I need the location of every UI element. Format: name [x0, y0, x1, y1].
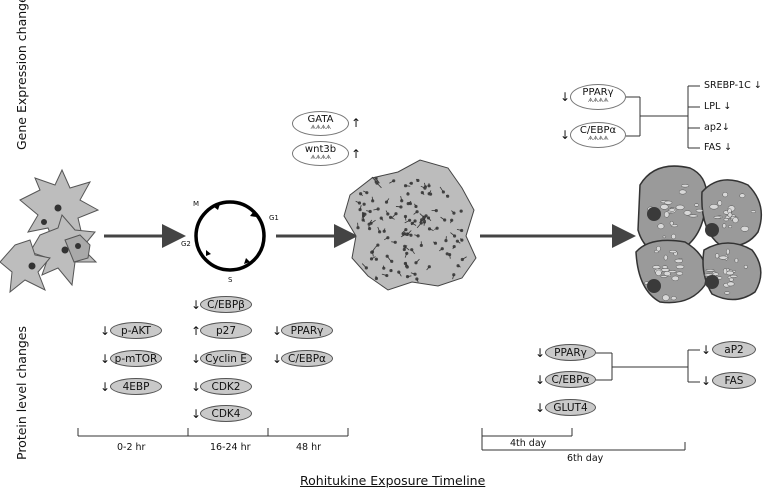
- gene-name: GATA: [307, 114, 334, 125]
- protein-direction: ↓: [701, 343, 712, 357]
- protein-direction: ↓: [272, 352, 283, 366]
- gene-name: FAS: [704, 142, 722, 153]
- cycle-label-g2: G2: [181, 240, 191, 248]
- gene-ppar-gamma: PPARγ ᗗᗗᗗᗗ: [570, 84, 626, 110]
- protein-direction: ↓: [535, 401, 546, 415]
- gene-gata: GATA ᗗᗗᗗᗗ: [292, 111, 349, 136]
- protein-cdk2: CDK2: [200, 378, 252, 395]
- protein-p27: p27: [200, 322, 252, 339]
- gene-direction: ↓: [721, 122, 730, 133]
- proliferating-cells: [343, 159, 477, 291]
- protein-cebp-beta: C/EBPβ: [200, 296, 252, 313]
- gene-direction: ↓: [724, 142, 733, 153]
- protein-ppar-gamma-late: PPARγ: [545, 344, 596, 361]
- protein-direction: ↓: [191, 298, 202, 312]
- gene-name: ap2: [704, 122, 722, 133]
- protein-fas: FAS: [712, 372, 756, 389]
- dna-icon: ᗗᗗᗗᗗ: [587, 135, 609, 142]
- timepoint-16-24hr: 16-24 hr: [210, 442, 251, 453]
- gene-name: wnt3b: [304, 144, 337, 155]
- timepoint-4th-day: 4th day: [510, 438, 547, 449]
- protein-4ebp: 4EBP: [110, 378, 162, 395]
- timeline-title: Rohitukine Exposure Timeline: [300, 473, 486, 488]
- timepoint-48hr: 48 hr: [296, 442, 322, 453]
- dna-icon: ᗗᗗᗗᗗ: [310, 124, 331, 131]
- timepoint-0-2hr: 0-2 hr: [117, 442, 146, 453]
- protein-direction: ↓: [272, 324, 283, 338]
- protein-p-mtor: p-mTOR: [110, 350, 162, 367]
- gene-wnt3b: wnt3b ᗗᗗᗗᗗ: [292, 141, 349, 166]
- protein-direction: ↓: [191, 352, 202, 366]
- protein-cebp-alpha-late: C/EBPα: [545, 371, 596, 388]
- protein-direction: ↓: [535, 346, 546, 360]
- protein-ap2: aP2: [712, 341, 756, 358]
- cycle-label-g1: G1: [269, 214, 279, 222]
- target-gene-lpl: LPL ↓: [704, 101, 731, 112]
- protein-direction: ↓: [100, 380, 111, 394]
- dna-icon: ᗗᗗᗗᗗ: [310, 154, 331, 161]
- protein-direction: ↓: [191, 380, 202, 394]
- protein-cdk4: CDK4: [200, 405, 252, 422]
- dna-icon: ᗗᗗᗗᗗ: [587, 97, 609, 104]
- gene-direction: ↓: [560, 90, 571, 104]
- protein-ppar-gamma: PPARγ: [281, 322, 333, 339]
- protein-direction: ↑: [191, 324, 202, 338]
- target-gene-fas: FAS ↓: [704, 142, 732, 153]
- gene-direction: ↑: [351, 116, 362, 130]
- gene-direction: ↓: [753, 80, 762, 91]
- protein-cebp-alpha: C/EBPα: [281, 350, 333, 367]
- protein-cyclin-e: Cyclin E: [200, 350, 252, 367]
- target-gene-srebp: SREBP-1C ↓: [704, 80, 762, 91]
- preadipocyte-cells: [0, 168, 100, 294]
- protein-glut4: GLUT4: [545, 399, 596, 416]
- gene-name: LPL: [704, 101, 721, 112]
- protein-p-akt: p-AKT: [110, 322, 162, 339]
- protein-direction: ↓: [191, 407, 202, 421]
- timepoint-6th-day: 6th day: [567, 453, 604, 464]
- protein-direction: ↓: [100, 324, 111, 338]
- gene-branch-lines: [626, 85, 700, 149]
- gene-direction: ↑: [351, 147, 362, 161]
- protein-branch-lines: [596, 349, 700, 383]
- gene-cebp-alpha: C/EBPα ᗗᗗᗗᗗ: [570, 122, 626, 148]
- protein-direction: ↓: [535, 373, 546, 387]
- gene-name: C/EBPα: [579, 125, 617, 136]
- cycle-label-s: S: [228, 276, 233, 284]
- gene-name: PPARγ: [582, 87, 614, 98]
- gene-name: SREBP-1C: [704, 80, 751, 91]
- protein-direction: ↓: [701, 374, 712, 388]
- cell-cycle-icon: [194, 200, 266, 272]
- cycle-label-m: M: [193, 200, 200, 208]
- protein-direction: ↓: [100, 352, 111, 366]
- target-gene-ap2: ap2↓: [704, 122, 730, 133]
- timeline-brackets: [77, 428, 686, 451]
- gene-direction: ↓: [560, 128, 571, 142]
- gene-direction: ↓: [723, 101, 732, 112]
